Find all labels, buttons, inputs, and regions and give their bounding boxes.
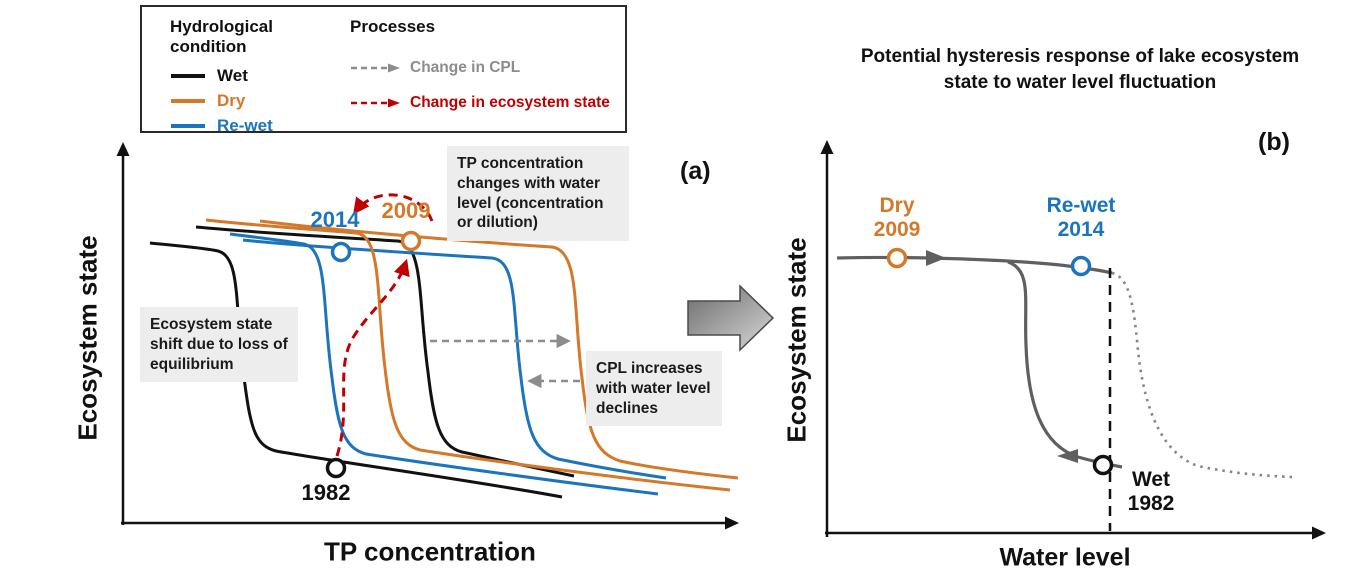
- lower-branch-direction-arrowhead: [1057, 449, 1078, 463]
- panel-b-title: Potential hysteresis response of lake ec…: [860, 46, 1300, 93]
- dry-line-swatch: [171, 98, 205, 103]
- dotted-original-response-curve: [1111, 271, 1293, 479]
- legend-item-wet: Wet: [170, 66, 328, 86]
- legend-item-dry: Dry: [170, 91, 328, 111]
- legend-item-state-change: Change in ecosystem state: [350, 94, 610, 112]
- legend-item-cpl-change: Change in CPL: [350, 59, 610, 77]
- point-label-rewet-condition: Re-wet: [1046, 193, 1116, 217]
- rewet-line-swatch: [171, 123, 205, 128]
- marker-1982: [325, 457, 347, 479]
- year-label-2014: 2014: [310, 207, 360, 232]
- panel-a-x-axis-arrowhead: [725, 516, 739, 530]
- state-change-arrow-2009-2014: [353, 193, 434, 222]
- dry-curve-1: [205, 218, 731, 492]
- tp-concentration-note: TP concentration changes with water leve…: [447, 146, 629, 242]
- panel-b-x-axis-arrowhead: [1312, 526, 1326, 540]
- point-label-dry-2009: Dry 2009: [874, 194, 921, 242]
- legend-item-rewet: Re-wet: [170, 116, 328, 136]
- legend-label-rewet: Re-wet: [217, 115, 273, 135]
- panel-a-y-axis-arrowhead: [116, 142, 130, 156]
- marker-2009: [400, 230, 422, 252]
- wet-curve-1: [149, 241, 563, 499]
- state-change-arrow-1982-2009: [335, 258, 410, 457]
- panel-transition-arrow: [687, 284, 775, 352]
- hysteresis-upper-branch: [836, 255, 1113, 275]
- legend-box: Hydrological condition Wet Dry Re-wet: [140, 5, 627, 135]
- panel-b-y-axis-label: Ecosystem state: [781, 237, 812, 443]
- panel-a-tag: (a): [680, 157, 711, 185]
- year-label-1982: 1982: [301, 480, 351, 505]
- rewet-curve-1: [229, 232, 659, 496]
- marker-2014: [330, 241, 352, 263]
- state-change-arrow-swatch: [351, 98, 400, 108]
- legend-label-cpl-change: Change in CPL: [410, 59, 521, 77]
- point-label-rewet-year: 2014: [1057, 218, 1105, 241]
- panel-b-x-axis-label: Water level: [999, 543, 1131, 572]
- cpl-change-arrow-swatch: [351, 63, 400, 73]
- wet-line-swatch: [171, 73, 205, 78]
- legend-hydrological-column: Hydrological condition Wet Dry Re-wet: [170, 17, 328, 135]
- marker-dry-2009: [886, 247, 908, 269]
- panel-a-x-axis-label: TP concentration: [324, 536, 536, 567]
- legend-label-dry: Dry: [217, 90, 246, 110]
- panel-a-y-axis-label: Ecosystem state: [72, 235, 103, 441]
- upper-branch-direction-arrowhead: [926, 250, 946, 266]
- equilibrium-shift-note: Ecosystem state shift due to loss of equ…: [140, 307, 298, 383]
- point-label-rewet-2014: Re-wet 2014: [1047, 194, 1116, 242]
- panel-b-tag: (b): [1258, 128, 1290, 156]
- legend-label-wet: Wet: [217, 65, 248, 85]
- point-label-wet-1982: Wet 1982: [1128, 468, 1175, 516]
- state-swatch-arrowhead: [388, 98, 400, 108]
- point-label-dry-condition: Dry: [879, 193, 915, 217]
- marker-wet-1982: [1092, 454, 1114, 476]
- point-label-wet-condition: Wet: [1131, 467, 1171, 491]
- hysteresis-drop-branch: [1007, 260, 1123, 469]
- legend-processes-column: Processes Change in CPL Change in ecosys…: [350, 17, 610, 131]
- point-label-dry-year: 2009: [873, 218, 921, 241]
- legend-hydro-header: Hydrological condition: [170, 17, 273, 57]
- panel-b-y-axis-arrowhead: [820, 140, 834, 154]
- legend-label-state-change: Change in ecosystem state: [410, 94, 610, 112]
- wet-curve-2: [195, 225, 575, 478]
- cpl-increase-note: CPL increases with water level declines: [586, 351, 722, 427]
- year-label-2009: 2009: [381, 198, 431, 223]
- cpl-swatch-arrowhead: [388, 63, 400, 73]
- point-label-wet-year: 1982: [1127, 492, 1175, 515]
- legend-process-header: Processes: [350, 17, 436, 36]
- marker-rewet-2014: [1070, 255, 1092, 277]
